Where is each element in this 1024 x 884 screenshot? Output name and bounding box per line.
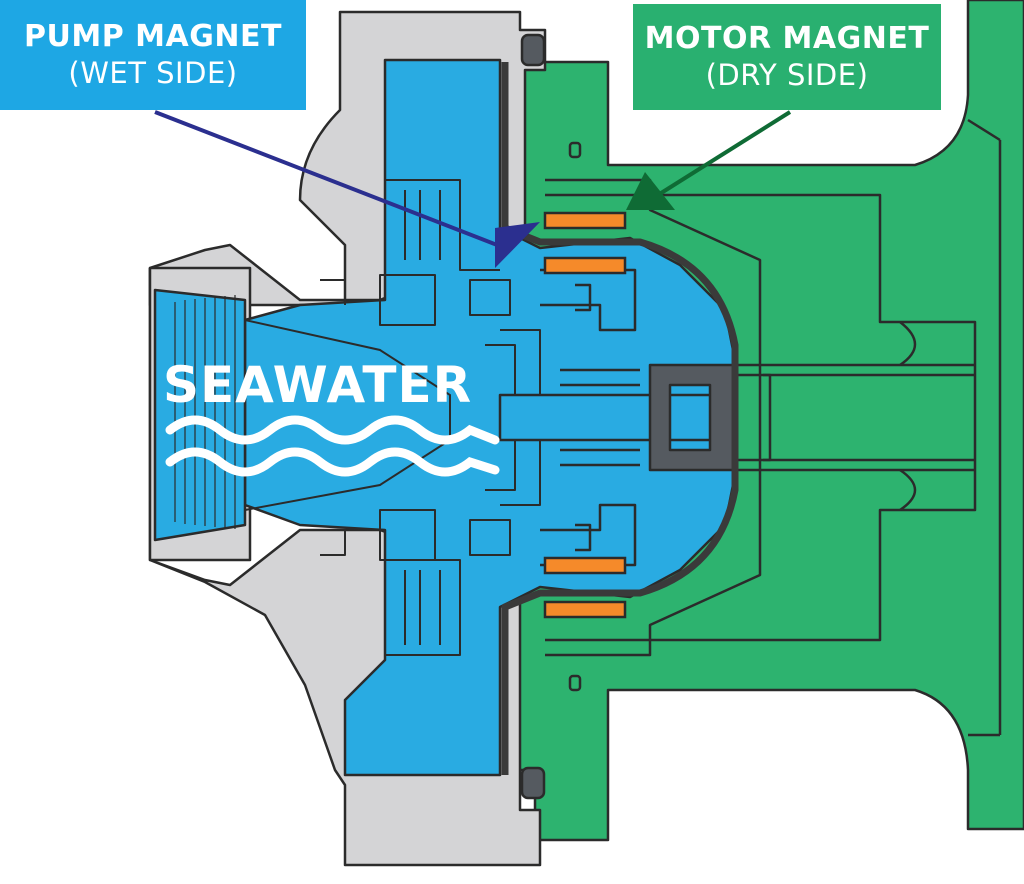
o-rings <box>520 33 546 800</box>
shaft <box>498 393 722 442</box>
motor-coupling-pin <box>763 373 772 462</box>
pump-magnet-title: PUMP MAGNET <box>24 19 282 54</box>
motor-shaft-lines <box>735 363 975 472</box>
motor-flange-edge <box>967 118 1001 737</box>
pump-magnet-arrow <box>154 110 540 268</box>
seawater-wave-icon <box>165 415 500 477</box>
motor-magnet-arrow <box>626 110 792 210</box>
rotor-shaft <box>498 268 737 567</box>
pump-magnet-subtitle: (WET SIDE) <box>68 56 238 90</box>
o-ring-top <box>520 33 546 67</box>
o-ring-bottom <box>520 766 546 800</box>
inlet-thread-water <box>153 288 247 542</box>
seawater-label: SEAWATER <box>163 356 473 414</box>
motor-magnet-title: MOTOR MAGNET <box>644 21 930 56</box>
motor-clip-bottom <box>568 674 582 692</box>
rotor-pin-top <box>575 283 592 552</box>
magnets <box>543 211 627 619</box>
motor-magnet-subtitle: (DRY SIDE) <box>705 58 869 92</box>
motor-clip-top <box>568 141 582 159</box>
inlet-cone <box>244 319 451 511</box>
motor-magnet-top <box>543 211 627 230</box>
seawater-region <box>153 58 737 777</box>
motor-magnet-bottom <box>543 600 627 619</box>
rotor-bars <box>560 368 640 467</box>
containment-shell <box>501 62 739 775</box>
motor-inner-housing <box>545 193 977 642</box>
motor-shaft-bearing <box>899 321 917 512</box>
pump-magnet-top <box>543 256 627 275</box>
pump-magnet-bottom <box>543 556 627 575</box>
motor-magnet-label: MOTOR MAGNET (DRY SIDE) <box>633 4 941 110</box>
inlet-threads <box>174 295 236 529</box>
pump-magnet-label: PUMP MAGNET (WET SIDE) <box>0 0 306 110</box>
